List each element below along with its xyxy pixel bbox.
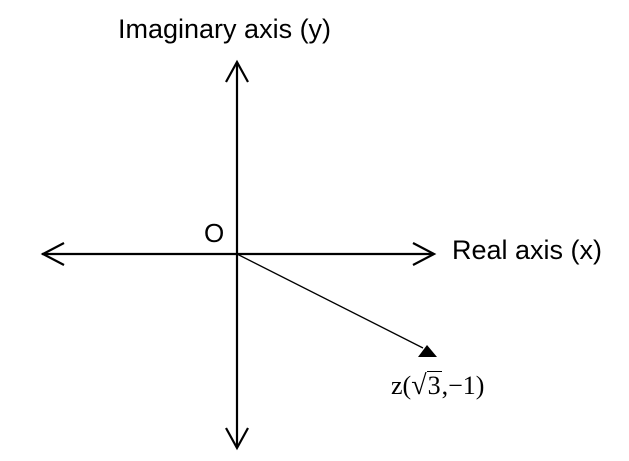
imaginary-axis-arrow-down — [225, 427, 249, 451]
radical-symbol: √ — [411, 370, 427, 401]
point-z-label: z( √ 3 ,−1) — [391, 371, 484, 400]
point-z-marker — [418, 345, 437, 357]
vector-oz — [236, 253, 424, 349]
imaginary-axis-arrow-up — [225, 59, 249, 83]
real-axis-arrow-left — [40, 242, 65, 266]
real-axis-arrow-right — [412, 242, 437, 266]
point-label-suffix: ,−1) — [441, 371, 485, 400]
sqrt-expression: √ 3 — [411, 370, 442, 401]
origin-label: O — [204, 218, 225, 248]
x-axis-label: Real axis (x) — [452, 235, 603, 265]
point-label-prefix: z( — [391, 371, 412, 400]
radicand: 3 — [426, 371, 442, 400]
y-axis-label: Imaginary axis (y) — [118, 14, 332, 44]
